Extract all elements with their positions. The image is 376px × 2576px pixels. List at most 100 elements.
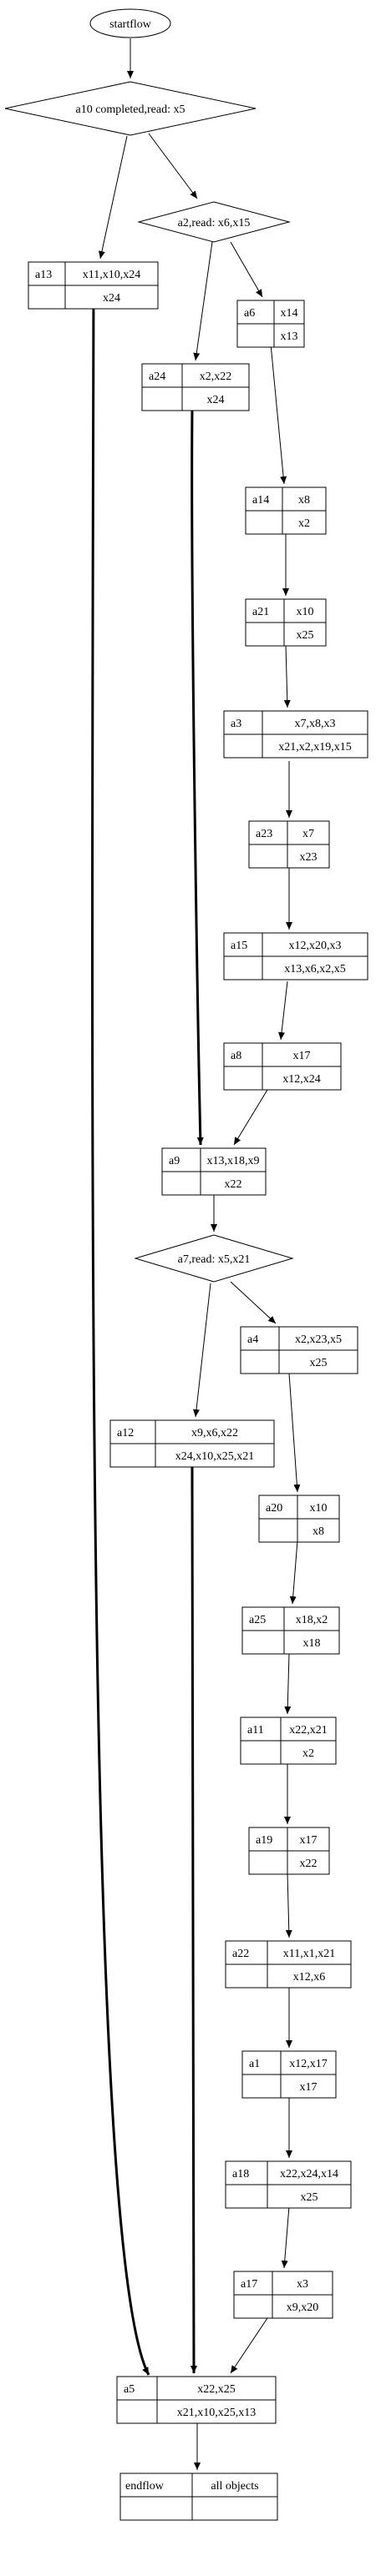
task-node-a4: a4 x2,x23,x5 x25 bbox=[240, 1326, 358, 1374]
start-node: startflow bbox=[89, 8, 171, 38]
task-node-a11: a11 x22,x21 x2 bbox=[240, 1716, 337, 1765]
edge-a25-a11 bbox=[284, 1653, 292, 1715]
task-outputs: x13,x18,x9 bbox=[207, 1155, 260, 1167]
task-name: a6 bbox=[244, 307, 255, 320]
task-outputs: x17 bbox=[293, 1050, 311, 1062]
task-name: a9 bbox=[169, 1155, 180, 1167]
task-name: a8 bbox=[231, 1050, 241, 1062]
task-name: a12 bbox=[117, 1427, 134, 1439]
task-node-a17: a17 x3 x9,x20 bbox=[233, 2271, 333, 2319]
edge-d2-a6 bbox=[230, 241, 263, 298]
task-outputs: x11,x10,x24 bbox=[83, 269, 140, 281]
end-node: endflow all objects bbox=[119, 2473, 278, 2521]
task-outputs: x3 bbox=[297, 2278, 308, 2291]
task-inputs: x25 bbox=[297, 629, 314, 642]
decision-node-d3: a7,read: x5,x21 bbox=[134, 1234, 294, 1283]
edge-a8-a9 bbox=[233, 1089, 268, 1146]
decision-node-d1: a10 completed,read: x5 bbox=[4, 81, 257, 136]
end-value: all objects bbox=[211, 2480, 258, 2493]
task-outputs: x10 bbox=[310, 1502, 328, 1515]
task-name: a23 bbox=[256, 828, 272, 840]
task-inputs: x8 bbox=[312, 1525, 324, 1538]
task-node-a8: a8 x17 x12,x24 bbox=[223, 1042, 342, 1091]
edge-a19-a22 bbox=[285, 1872, 292, 1938]
task-outputs: x7,x8,x3 bbox=[295, 718, 336, 730]
task-name: a17 bbox=[241, 2278, 257, 2291]
task-node-a25: a25 x18,x2 x18 bbox=[241, 1606, 340, 1655]
task-outputs: x12,x17 bbox=[289, 2058, 328, 2070]
edge-a17-a5 bbox=[230, 2317, 268, 2374]
task-node-a9: a9 x13,x18,x9 x22 bbox=[161, 1147, 267, 1196]
task-name: a21 bbox=[252, 606, 269, 618]
task-outputs: x2,x23,x5 bbox=[295, 1333, 342, 1346]
task-name: a3 bbox=[231, 718, 241, 730]
decision-diamond bbox=[4, 81, 257, 136]
task-inputs: x24 bbox=[207, 394, 225, 406]
task-outputs: x9,x6,x22 bbox=[191, 1427, 238, 1439]
task-node-a12: a12 x9,x6,x22 x24,x10,x25,x21 bbox=[109, 1419, 275, 1468]
task-outputs: x12,x20,x3 bbox=[289, 940, 342, 952]
task-inputs: x2 bbox=[298, 517, 310, 530]
task-outputs: x8 bbox=[298, 494, 310, 507]
task-name: a22 bbox=[232, 1948, 249, 1960]
task-name: a25 bbox=[249, 1614, 266, 1626]
task-name: a4 bbox=[247, 1333, 258, 1346]
edge-a12-a5 bbox=[190, 1463, 197, 2374]
task-outputs: x7 bbox=[302, 828, 314, 840]
task-inputs: x24,x10,x25,x21 bbox=[175, 1450, 255, 1463]
edge-a13-a5 bbox=[91, 280, 150, 2376]
edge-a18-a17 bbox=[281, 2205, 290, 2269]
end-name: endflow bbox=[125, 2480, 165, 2493]
task-inputs: x22 bbox=[300, 1858, 318, 1870]
task-inputs: x9,x20 bbox=[287, 2301, 319, 2314]
decision-diamond bbox=[134, 1234, 294, 1283]
decision-diamond bbox=[137, 201, 291, 243]
task-outputs: x11,x1,x21 bbox=[283, 1948, 335, 1960]
task-inputs: x23 bbox=[300, 851, 318, 864]
edge-d1-a13 bbox=[99, 135, 128, 260]
task-inputs: x21,x2,x19,x15 bbox=[278, 741, 352, 754]
edge-a6-a14 bbox=[270, 343, 287, 485]
edge-d2-a24 bbox=[193, 241, 213, 361]
edge-a24-a9 bbox=[191, 408, 204, 1146]
task-node-a23: a23 x7 x23 bbox=[248, 820, 330, 869]
start-ellipse bbox=[89, 8, 171, 38]
flow-edges bbox=[91, 38, 301, 2470]
decision-node-d2: a2,read: x6,x15 bbox=[137, 201, 291, 243]
task-name: a1 bbox=[249, 2058, 260, 2070]
edge-d1-d2 bbox=[148, 133, 198, 199]
decision-label: a7,read: x5,x21 bbox=[178, 1253, 251, 1266]
task-node-a20: a20 x10 x8 bbox=[258, 1495, 340, 1543]
task-outputs: x2,x22 bbox=[200, 371, 232, 383]
task-outputs: x22,x25 bbox=[197, 2383, 236, 2396]
decision-label: a2,read: x6,x15 bbox=[178, 217, 251, 229]
task-inputs: x25 bbox=[310, 1357, 328, 1369]
task-inputs: x12,x24 bbox=[282, 1073, 321, 1086]
task-outputs: x22,x24,x14 bbox=[280, 2168, 338, 2180]
task-name: a11 bbox=[247, 1724, 264, 1737]
task-name: a5 bbox=[124, 2383, 135, 2396]
task-inputs: x24 bbox=[103, 292, 120, 305]
task-outputs: x10 bbox=[297, 606, 314, 618]
edge-a15-a8 bbox=[278, 980, 288, 1041]
task-outputs: x18,x2 bbox=[296, 1614, 328, 1626]
task-outputs: x14 bbox=[281, 307, 298, 320]
task-outputs: x22,x21 bbox=[289, 1724, 328, 1737]
task-inputs: x22 bbox=[225, 1178, 242, 1191]
task-inputs: x2 bbox=[302, 1747, 314, 1760]
decision-label: a10 completed,read: x5 bbox=[75, 103, 185, 116]
task-inputs: x18 bbox=[303, 1637, 321, 1650]
task-name: a15 bbox=[231, 940, 247, 952]
task-name: a20 bbox=[266, 1502, 282, 1515]
task-node-a21: a21 x10 x25 bbox=[245, 598, 327, 647]
